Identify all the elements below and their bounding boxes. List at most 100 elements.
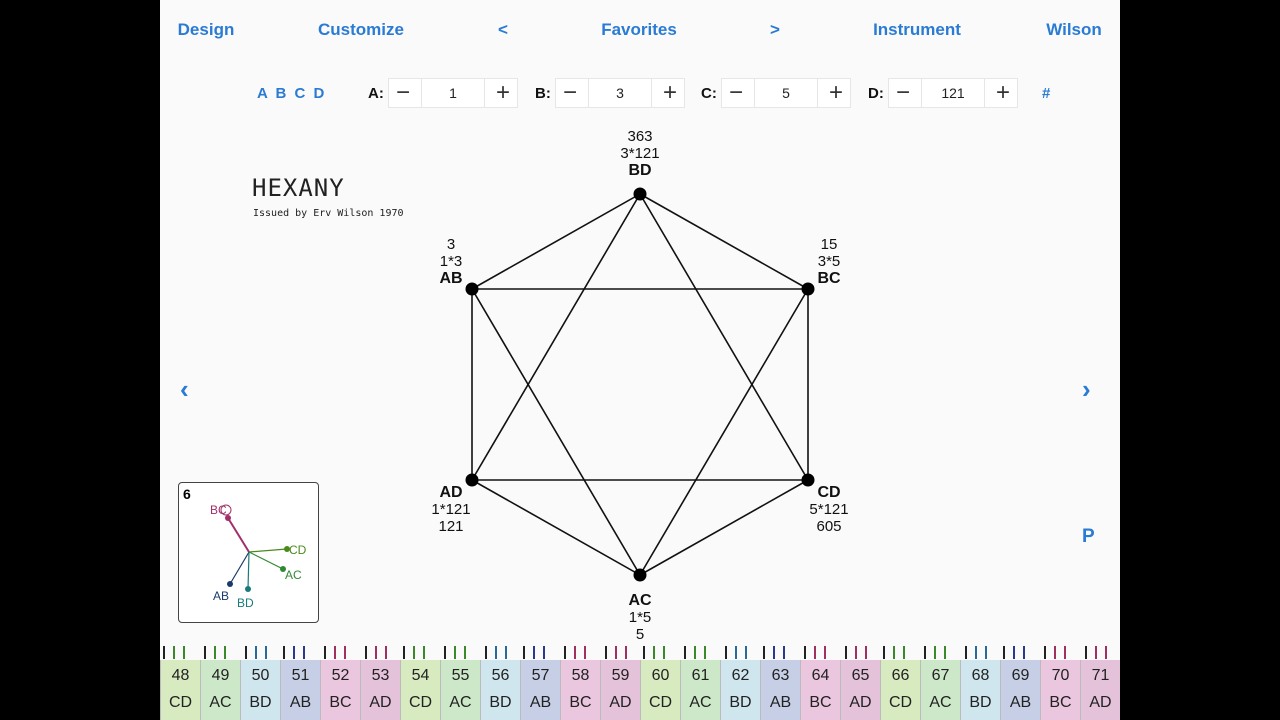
key-code: CD: [648, 694, 673, 711]
key-number: 70: [1051, 667, 1070, 684]
stepper-c-box: − 5 +: [721, 78, 851, 108]
node-ab-label: 3 1*3 AB: [439, 236, 462, 287]
next-favorite-button[interactable]: >: [770, 20, 780, 39]
node-cd-dot[interactable]: [801, 473, 815, 487]
design-button[interactable]: Design: [177, 20, 235, 39]
key-code: AC: [689, 694, 712, 711]
stepper-b-minus-button[interactable]: −: [562, 79, 577, 106]
node-ad-dot[interactable]: [465, 473, 479, 487]
key-number: 61: [691, 667, 710, 684]
favorites-button[interactable]: Favorites: [601, 20, 677, 39]
node-bc-label: 15 3*5 BC: [817, 236, 840, 287]
mini-label-bd: BD: [237, 596, 254, 610]
stepper-b-label: B:: [535, 85, 551, 102]
chevron-left-icon[interactable]: ‹: [180, 374, 189, 404]
edge: [639, 193, 809, 481]
key-code: BC: [329, 694, 352, 711]
instrument-button[interactable]: Instrument: [873, 20, 961, 39]
key-number: 63: [771, 667, 790, 684]
node-value: 5: [635, 626, 645, 643]
stepper-c-label: C:: [701, 85, 717, 102]
hash-button[interactable]: #: [1042, 85, 1051, 102]
node-ab-dot[interactable]: [465, 282, 479, 296]
diagram-title: HEXANY: [252, 174, 345, 202]
key-code: BC: [569, 694, 592, 711]
key-number: 51: [291, 667, 310, 684]
edge: [471, 479, 641, 576]
key-number: 66: [891, 667, 910, 684]
key-number: 65: [851, 667, 870, 684]
stepper-b-plus-button[interactable]: +: [662, 79, 677, 106]
divider: [754, 79, 755, 107]
key-number: 68: [971, 667, 990, 684]
stepper-d-plus-button[interactable]: +: [995, 79, 1010, 106]
key-number: 69: [1011, 667, 1030, 684]
stepper-a-value[interactable]: 1: [449, 85, 457, 101]
previous-favorite-button[interactable]: <: [498, 20, 508, 39]
stepper-d-minus-button[interactable]: −: [895, 79, 910, 106]
chevron-right-icon[interactable]: ›: [1082, 374, 1091, 404]
customize-button[interactable]: Customize: [318, 20, 404, 39]
key-code: CD: [888, 694, 913, 711]
node-bc-dot[interactable]: [801, 282, 815, 296]
key-number: 54: [411, 667, 430, 684]
node-value: 121: [438, 518, 464, 535]
divider: [984, 79, 985, 107]
divider: [817, 79, 818, 107]
key-number: 55: [451, 667, 470, 684]
stepper-c-value[interactable]: 5: [782, 85, 790, 101]
mini-projection-graph: [220, 504, 290, 592]
mini-edge-cd: [248, 548, 288, 553]
key-number: 57: [531, 667, 550, 684]
mini-label-ac: AC: [285, 568, 302, 582]
mini-node-bd: [245, 586, 251, 592]
key-number: 56: [491, 667, 510, 684]
stepper-c-plus-button[interactable]: +: [828, 79, 843, 106]
key-number: 60: [651, 667, 670, 684]
node-value: 605: [816, 518, 842, 535]
stepper-b-value[interactable]: 3: [616, 85, 624, 101]
node-ac-dot[interactable]: [633, 568, 647, 582]
mini-edge-ac: [248, 551, 284, 570]
stepper-a-minus-button[interactable]: −: [395, 79, 410, 106]
p-button[interactable]: P: [1082, 526, 1095, 547]
mini-edge-bd: [247, 551, 250, 590]
stepper-c-minus-button[interactable]: −: [728, 79, 743, 106]
key-number: 59: [611, 667, 630, 684]
stepper-a-plus-button[interactable]: +: [495, 79, 510, 106]
stepper-d-value[interactable]: 121: [941, 85, 965, 101]
key-code: BC: [1049, 694, 1072, 711]
divider: [588, 79, 589, 107]
node-bd-dot[interactable]: [633, 187, 647, 201]
abcd-button[interactable]: A B C D: [257, 85, 327, 102]
mini-label-cd: CD: [289, 543, 307, 557]
mini-node-ab: [227, 581, 233, 587]
wilson-button[interactable]: Wilson: [1046, 20, 1102, 39]
node-code: AB: [439, 270, 463, 287]
mini-projection-panel[interactable]: 6 BC CD AC AB BD: [178, 482, 319, 623]
